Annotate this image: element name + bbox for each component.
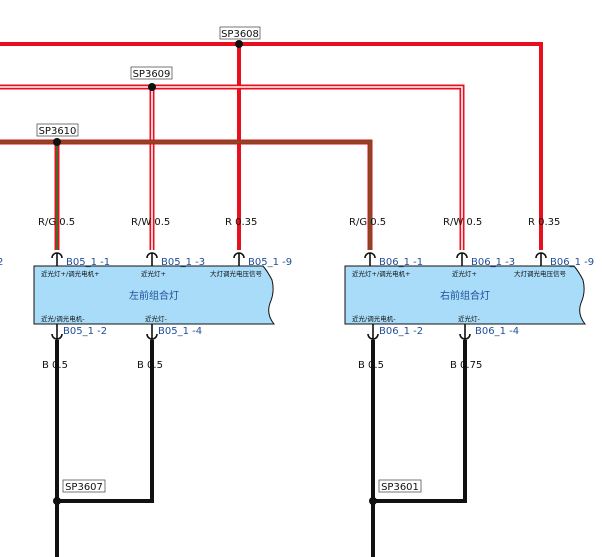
pin-label-right-4: B06_1 -4 bbox=[475, 326, 519, 337]
wire-label-right-b2: B 0.75 bbox=[450, 360, 482, 371]
wire-label-left-b2: B 0.5 bbox=[137, 360, 163, 371]
splice-label-sp3609: SP3609 bbox=[130, 66, 173, 80]
pin-label-right-2: B06_1 -2 bbox=[379, 326, 423, 337]
component-name-left: 左前组合灯 bbox=[129, 289, 179, 302]
component-left-front-lamp: 左前组合灯 近光灯+/调光电机+ 近光灯+ 大灯调光电压信号 近光/调光电机- … bbox=[33, 265, 276, 325]
connector-bottom-right-2-icon bbox=[367, 324, 379, 343]
pin-label-left-3: B05_1 -3 bbox=[161, 257, 205, 268]
wire-label-left-b1: B 0.5 bbox=[42, 360, 68, 371]
pin-desc-left-1: 近光灯+/调光电机+ bbox=[41, 269, 100, 278]
pin-label-left-4: B05_1 -4 bbox=[158, 326, 202, 337]
wire-ground-right bbox=[371, 340, 467, 557]
splice-dot-sp3610 bbox=[53, 138, 61, 146]
edge-fragment-label: 2 bbox=[0, 257, 3, 268]
pin-desc-left-3: 近光灯+ bbox=[141, 269, 166, 278]
pin-desc-right-9: 大灯调光电压信号 bbox=[514, 269, 567, 278]
connector-bottom-left-4-icon bbox=[146, 324, 158, 343]
pin-desc-right-3: 近光灯+ bbox=[452, 269, 477, 278]
pin-desc-right-4: 近光灯- bbox=[458, 314, 481, 323]
pin-label-right-1: B06_1 -1 bbox=[379, 257, 423, 268]
splice-dot-sp3608 bbox=[235, 40, 243, 48]
connector-top-left-3-icon bbox=[146, 252, 158, 266]
component-right-front-lamp: 右前组合灯 近光灯+/调光电机+ 近光灯+ 大灯调光电压信号 近光/调光电机- … bbox=[344, 265, 587, 325]
wire-label-right-r: R 0.35 bbox=[528, 217, 560, 228]
pin-desc-left-9: 大灯调光电压信号 bbox=[210, 269, 263, 278]
wire-label-left-r: R 0.35 bbox=[225, 217, 257, 228]
connector-top-left-1-icon bbox=[51, 252, 63, 266]
pin-label-left-1: B05_1 -1 bbox=[66, 257, 110, 268]
svg-text:SP3609: SP3609 bbox=[133, 69, 171, 80]
connector-top-left-9-icon bbox=[233, 252, 245, 266]
splice-dot-sp3609 bbox=[148, 83, 156, 91]
wire-label-right-b1: B 0.5 bbox=[358, 360, 384, 371]
splice-label-sp3610: SP3610 bbox=[36, 123, 79, 137]
splice-dot-sp3607 bbox=[53, 497, 61, 505]
pin-label-left-2: B05_1 -2 bbox=[63, 326, 107, 337]
connector-top-right-1-icon bbox=[364, 252, 376, 266]
svg-text:SP3601: SP3601 bbox=[381, 482, 419, 493]
splice-label-sp3608: SP3608 bbox=[219, 26, 261, 40]
splice-dot-sp3601 bbox=[369, 497, 377, 505]
connector-top-right-3-icon bbox=[456, 252, 468, 266]
splice-label-sp3601: SP3601 bbox=[378, 479, 422, 493]
pin-desc-left-2: 近光/调光电机- bbox=[41, 314, 85, 323]
connector-bottom-left-2-icon bbox=[51, 324, 63, 343]
pin-label-left-9: B05_1 -9 bbox=[248, 257, 292, 268]
pin-desc-left-4: 近光灯- bbox=[145, 314, 168, 323]
pin-desc-right-2: 近光/调光电机- bbox=[352, 314, 396, 323]
wire-label-left-rg: R/G 0.5 bbox=[38, 217, 75, 228]
wire-sp3610 bbox=[0, 139, 373, 250]
pin-label-right-9: B06_1 -9 bbox=[550, 257, 594, 268]
svg-text:SP3607: SP3607 bbox=[65, 482, 103, 493]
wire-label-left-rw: R/W 0.5 bbox=[131, 217, 170, 228]
svg-text:SP3610: SP3610 bbox=[39, 126, 77, 137]
connector-top-right-9-icon bbox=[535, 252, 547, 266]
pin-desc-right-1: 近光灯+/调光电机+ bbox=[352, 269, 411, 278]
splice-label-sp3607: SP3607 bbox=[62, 479, 106, 493]
connector-bottom-right-4-icon bbox=[459, 324, 471, 343]
svg-text:SP3608: SP3608 bbox=[221, 29, 259, 40]
wire-label-right-rw: R/W 0.5 bbox=[443, 217, 482, 228]
wire-label-right-rg: R/G 0.5 bbox=[349, 217, 386, 228]
component-name-right: 右前组合灯 bbox=[440, 289, 490, 302]
wire-ground-left bbox=[55, 340, 154, 557]
wire-sp3608 bbox=[0, 42, 543, 250]
pin-label-right-3: B06_1 -3 bbox=[471, 257, 515, 268]
